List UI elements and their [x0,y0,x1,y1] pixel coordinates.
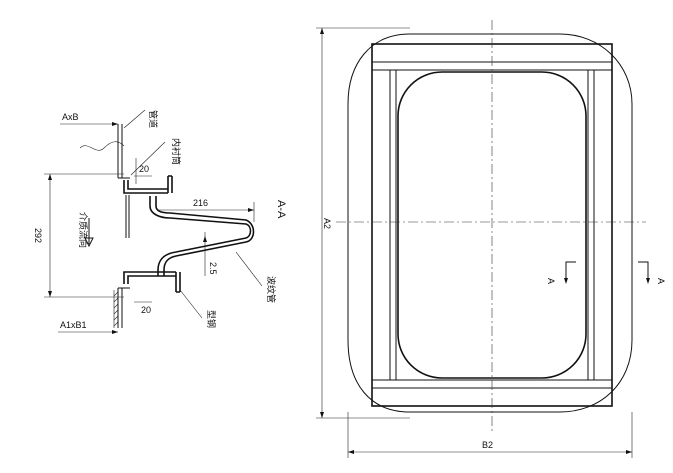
bellows-outer-outline [347,33,633,413]
upper-flange: 20 [123,158,173,194]
flow-direction: 介质流向 [77,212,94,248]
flange-top-dimension: 20 [139,164,149,174]
connection-tube-label: 管道 [147,110,159,128]
corrugated-label: 波纹管 [265,276,277,303]
section-title: A-A [275,200,287,219]
upper-tube [117,124,130,179]
bottom-opening-label: A1xB1 [60,320,87,330]
inner-lining-label: 内衬筒 [170,138,182,165]
lower-flange: 20 [123,271,181,315]
section-marker-left: A [546,261,576,284]
bottom-opening-dimension: A1xB1 [58,320,118,334]
height-label: A2 [322,218,332,229]
lower-tube [113,287,130,328]
width-label: B2 [482,440,493,450]
inner-sleeve [125,195,130,238]
section-mark-left: A [546,278,556,284]
bellows-extension-dimension: 216 [158,198,255,222]
steel-section-label: 型钢 [205,310,217,328]
section-mark-right: A [656,278,666,284]
width-dimension: B2 [347,412,633,458]
top-opening-label: AxB [62,112,79,122]
overall-height-label: 292 [33,228,43,243]
top-opening-dimension: AxB [60,112,118,126]
thickness-dimension: 2.5 [203,232,218,276]
break-line [79,141,125,151]
corrugated-callout: 波纹管 [235,251,277,303]
bellows-profile [149,196,255,276]
section-view: AxB 管道 内衬筒 20 [33,109,287,334]
steel-section-callout: 型钢 [179,289,217,328]
plan-view: A2 B2 A A [316,20,666,458]
section-marker-right: A [638,261,666,284]
connection-tube-callout: 管道 [123,109,159,129]
thickness-label: 2.5 [208,262,218,275]
inner-opening [397,71,587,379]
overall-height-dimension: 292 [33,173,124,298]
height-dimension: A2 [316,27,410,419]
bellows-extension-label: 216 [193,198,208,208]
inner-lining-callout: 内衬筒 [130,138,182,176]
flange-bottom-dimension: 20 [141,305,151,315]
